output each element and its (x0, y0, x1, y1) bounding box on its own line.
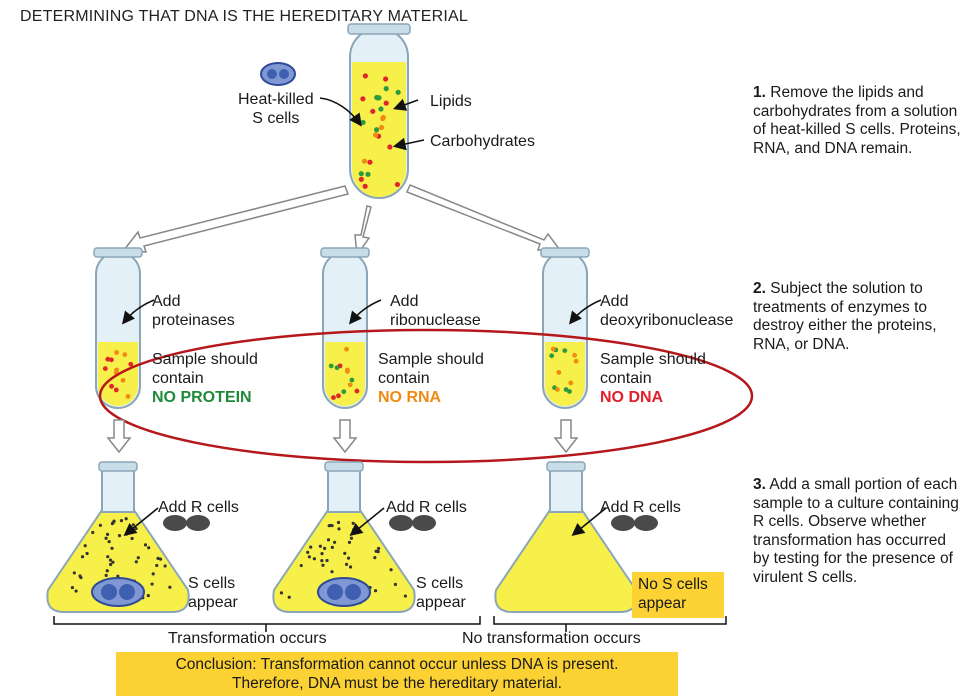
add-r-cells-label-1: Add R cells (158, 498, 239, 517)
top-test-tube (348, 24, 410, 198)
step-3: 3. Add a small portion of each sample to… (753, 476, 963, 587)
treatment-test-tube (541, 248, 601, 408)
arrow-icon (108, 420, 577, 452)
carbohydrates-label: Carbohydrates (430, 132, 535, 151)
lipids-label: Lipids (430, 92, 472, 111)
s-cell-icon (92, 578, 144, 606)
r-cell-icon (389, 515, 436, 531)
flask-icon (273, 462, 436, 612)
no-transformation-label: No transformation occurs (462, 629, 641, 648)
s-cell-icon (261, 63, 295, 85)
no-dna-label: NO DNA (600, 388, 706, 407)
arrow-icon (124, 185, 560, 255)
s-cell-icon (318, 578, 370, 606)
transformation-occurs-label: Transformation occurs (168, 629, 327, 648)
add-r-cells-label-2: Add R cells (386, 498, 467, 517)
no-rna-label: NO RNA (378, 388, 484, 407)
r-cell-icon (611, 515, 658, 531)
treatment-test-tube (94, 248, 154, 408)
page-title: DETERMINING THAT DNA IS THE HEREDITARY M… (20, 8, 468, 26)
treatment-test-tube (321, 248, 381, 408)
add-r-cells-label-3: Add R cells (600, 498, 681, 517)
step-1: 1. Remove the lipids and carbohydrates f… (753, 84, 963, 158)
step-2: 2. Subject the solution to treatments of… (753, 280, 963, 354)
no-protein-label: NO PROTEIN (152, 388, 258, 407)
conclusion-box: Conclusion: Transformation cannot occur … (116, 652, 678, 696)
flask-icon (47, 462, 210, 612)
r-cell-icon (163, 515, 210, 531)
